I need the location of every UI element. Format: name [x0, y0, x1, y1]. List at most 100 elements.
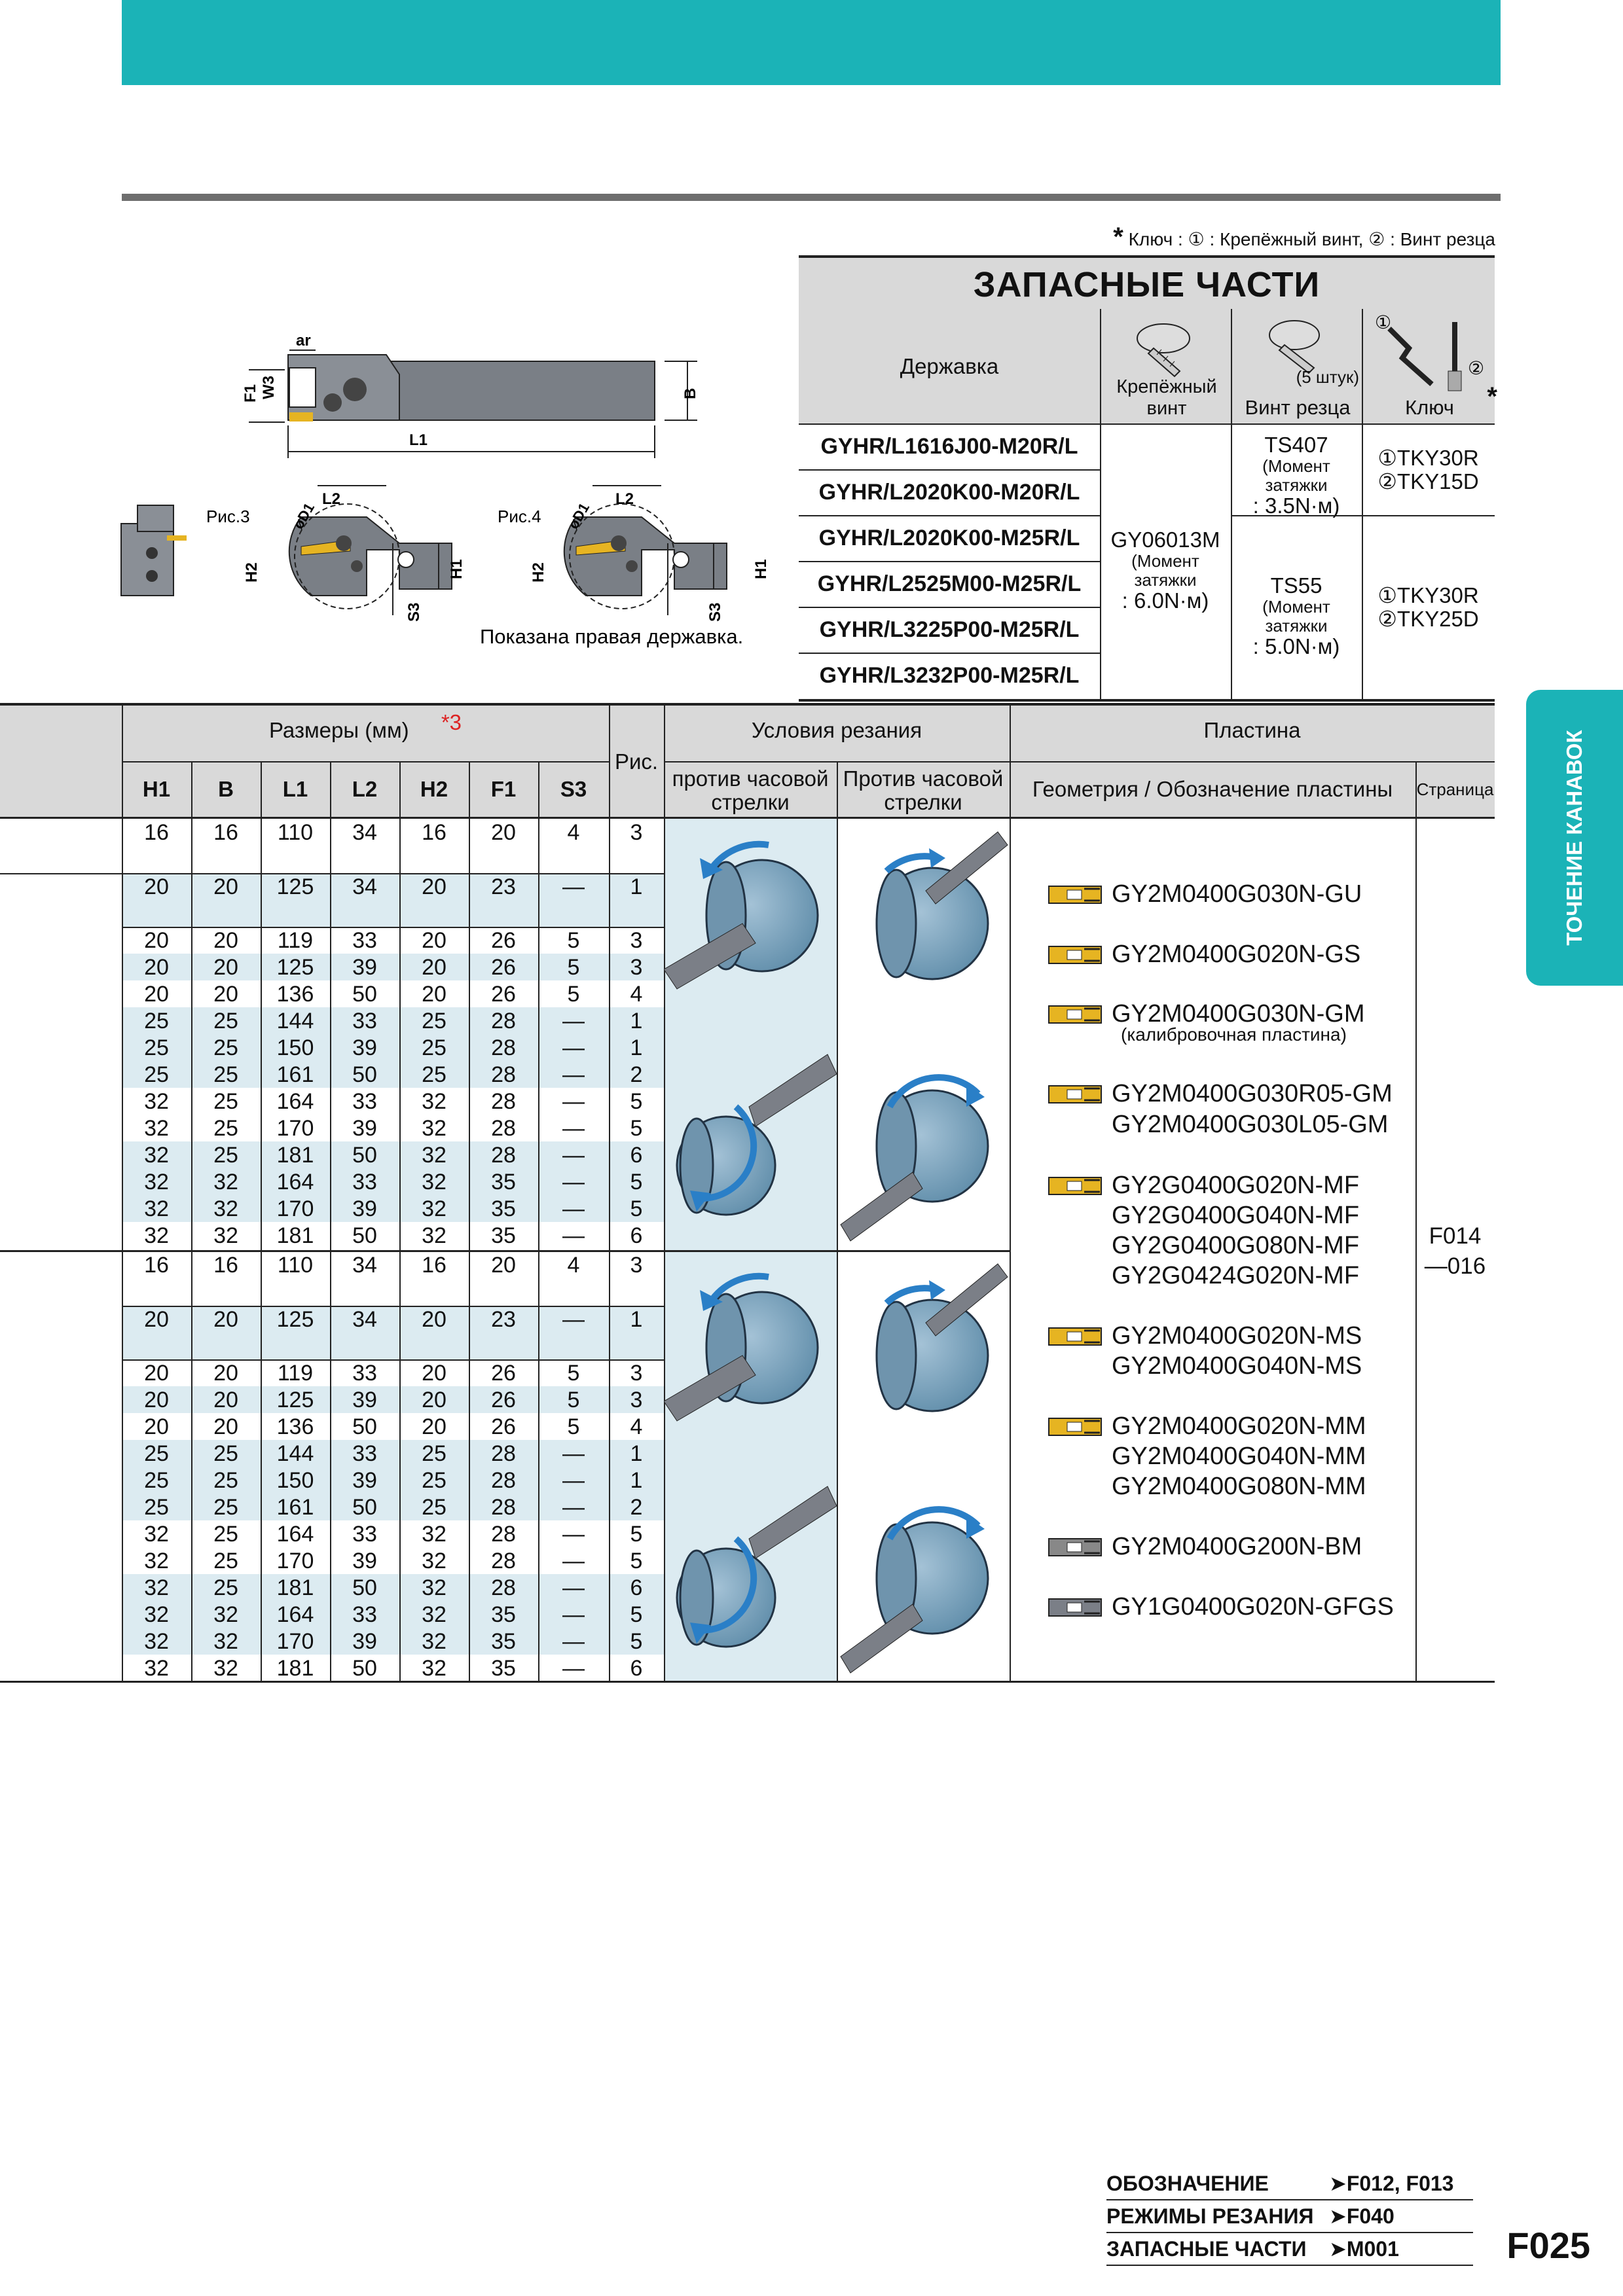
- table-cell: 164: [276, 1602, 314, 1627]
- holder-side-view: [249, 350, 697, 458]
- footer-link-spare-parts[interactable]: ЗАПАСНЫЕ ЧАСТИ➤M001: [1106, 2233, 1473, 2266]
- table-cell: —: [562, 874, 585, 899]
- table-cell: 20: [144, 1361, 169, 1386]
- table-cell: 20: [422, 1388, 447, 1412]
- header-rule: [122, 194, 1501, 201]
- table-cell: 25: [144, 1009, 169, 1033]
- holder-row: GYHR/L1616J00-M20R/L: [799, 423, 1100, 471]
- key-1-b: ②TKY15D: [1377, 469, 1479, 494]
- table-cell: 35: [491, 1170, 516, 1194]
- table-cell: 25: [144, 1035, 169, 1060]
- table-cell: 26: [491, 1414, 516, 1439]
- cutter-screw-1-code: TS407: [1264, 433, 1328, 457]
- table-cell: —: [562, 1143, 585, 1168]
- table-cell: —: [562, 1089, 585, 1114]
- table-cell: 16: [144, 820, 169, 845]
- fig-header: Рис.: [614, 749, 659, 774]
- footer-link-cutting-modes[interactable]: РЕЖИМЫ РЕЗАНИЯ➤F040: [1106, 2200, 1473, 2233]
- cutter-screw-1-torque-label: (Момент затяжки: [1262, 456, 1330, 495]
- clamp-screw-cell: GY06013M (Момент затяжки : 6.0N·м): [1100, 528, 1231, 613]
- table-cell: —: [562, 1495, 585, 1520]
- key-note-text: Ключ : ① : Крепёжный винт, ② : Винт резц…: [1128, 229, 1495, 249]
- table-cell: 164: [276, 1170, 314, 1194]
- insert-code: GY2M0400G030N-GU: [1112, 880, 1362, 908]
- table-cell: 5: [630, 1196, 643, 1221]
- table-cell: —: [562, 1468, 585, 1493]
- table-cell: 1: [630, 1468, 643, 1493]
- insert-item: GY2M0400G030N-GM: [1048, 1000, 1365, 1028]
- table-cell: —: [562, 1170, 585, 1194]
- table-cell: —: [562, 1575, 585, 1600]
- cw-upper-2: [875, 1263, 1008, 1412]
- spare-parts-header: Державка Крепёжный винт (5 штук) Винт ре…: [799, 309, 1497, 425]
- table-cell: 25: [213, 1441, 238, 1466]
- table-cell: 32: [213, 1602, 238, 1627]
- section-tab[interactable]: ТОЧЕНИЕ КАНАВОК: [1526, 690, 1623, 986]
- dims-note: *3: [441, 710, 462, 734]
- table-cell: 5: [630, 1602, 643, 1627]
- table-cell: 33: [352, 1361, 377, 1386]
- table-cell: 20: [491, 1253, 516, 1278]
- table-cell: 32: [144, 1522, 169, 1547]
- holder-drawing: ar W3 F1 B L1 Рис.3 L2 øD1 H2 H1 S3: [120, 332, 770, 648]
- table-cell: 5: [630, 1116, 643, 1141]
- table-cell: 3: [630, 1388, 643, 1412]
- table-cell: 33: [352, 928, 377, 953]
- table-cell: —: [562, 1035, 585, 1060]
- table-cell: 20: [422, 928, 447, 953]
- holder-row: GYHR/L2020K00-M25R/L: [799, 515, 1100, 562]
- table-cell: 16: [213, 820, 238, 845]
- table-cell: 32: [422, 1602, 447, 1627]
- table-cell: 5: [567, 955, 580, 980]
- fig3-dim-s3: S3: [405, 603, 423, 622]
- key-star: *: [1487, 382, 1497, 411]
- key-header: ① ② Ключ *: [1362, 309, 1497, 423]
- table-cell: 1: [630, 1035, 643, 1060]
- table-cell: 33: [352, 1522, 377, 1547]
- footer-link-designation[interactable]: ОБОЗНАЧЕНИЕ➤F012, F013: [1106, 2168, 1473, 2200]
- ccw-upper-1: [664, 840, 819, 990]
- table-cell: 20: [213, 874, 238, 899]
- insert-code: GY2G0424G020N-MF: [1112, 1262, 1360, 1289]
- section-tab-label: ТОЧЕНИЕ КАНАВОК: [1562, 730, 1586, 946]
- table-cell: 4: [630, 982, 643, 1007]
- table-cell: 1: [630, 874, 643, 899]
- table-cell: 39: [352, 1196, 377, 1221]
- table-cell: 35: [491, 1629, 516, 1654]
- col-h1: H1: [142, 777, 171, 801]
- table-cell: 32: [422, 1549, 447, 1573]
- table-cell: 25: [144, 1495, 169, 1520]
- fig3-dim-l2: L2: [322, 490, 340, 508]
- table-cell: 39: [352, 1116, 377, 1141]
- table-cell: 164: [276, 1522, 314, 1547]
- key-1-cell: ①TKY30R ②TKY15D: [1362, 446, 1495, 494]
- table-cell: 26: [491, 955, 516, 980]
- table-cell: 181: [276, 1143, 314, 1168]
- table-cell: —: [562, 1549, 585, 1573]
- table-cell: 125: [276, 1388, 314, 1412]
- table-cell: 20: [213, 955, 238, 980]
- table-cell: 34: [352, 1253, 377, 1278]
- table-cell: 110: [277, 820, 314, 845]
- insert-item: GY2G0400G020N-MF: [1048, 1172, 1359, 1200]
- table-cell: 164: [276, 1089, 314, 1114]
- footer-links: ОБОЗНАЧЕНИЕ➤F012, F013 РЕЖИМЫ РЕЗАНИЯ➤F0…: [1106, 2168, 1473, 2266]
- table-cell: 181: [276, 1575, 314, 1600]
- table-cell: 20: [422, 1307, 447, 1332]
- table-cell: 6: [630, 1143, 643, 1168]
- table-cell: 20: [213, 1361, 238, 1386]
- insert-item: GY2M0400G030R05-GM: [1048, 1080, 1393, 1108]
- table-cell: 3: [630, 928, 643, 953]
- dims-header: Размеры (мм) *3: [122, 710, 609, 742]
- table-cell: 50: [352, 1414, 377, 1439]
- geom-header: Геометрия / Обозначение пластины: [1032, 777, 1393, 801]
- fig4-dim-s3: S3: [706, 603, 724, 622]
- key-2-b: ②TKY25D: [1377, 607, 1479, 632]
- cutter-screw-icon: [1269, 320, 1320, 374]
- insert-icon: [1048, 1265, 1103, 1287]
- table-cell: —: [562, 1196, 585, 1221]
- key-num1: ①: [1375, 312, 1391, 332]
- insert-item: GY2M0400G200N-BM: [1048, 1533, 1362, 1561]
- cutter-screw-1-torque: : 3.5N·м): [1252, 493, 1340, 518]
- table-cell: 20: [144, 1307, 169, 1332]
